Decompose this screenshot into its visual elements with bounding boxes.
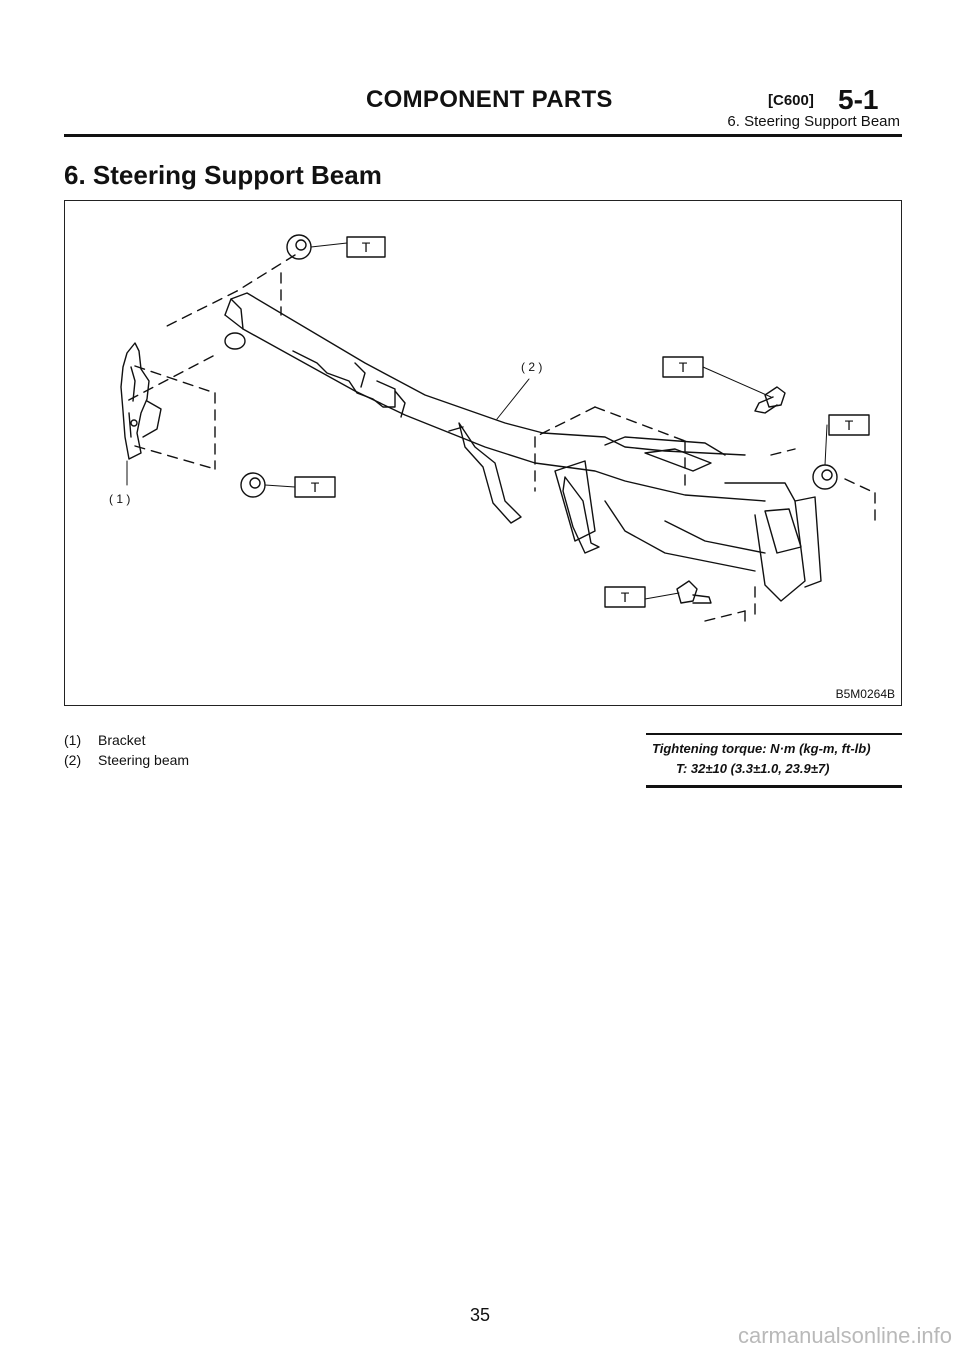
callout-steering-beam: ( 2 ) (521, 360, 542, 374)
header-title: COMPONENT PARTS (366, 86, 613, 113)
exploded-diagram: T T T T T ( 1 ) ( 2 ) B5M0264B (64, 200, 902, 706)
parts-legend: (1) Bracket (2) Steering beam (64, 730, 189, 770)
torque-spec-box: Tightening torque: N·m (kg-m, ft-lb) T: … (646, 733, 902, 788)
torque-tag-3: T (828, 414, 870, 436)
assembly-dashed-lines (126, 254, 876, 627)
torque-value: T: 32±10 (3.3±1.0, 23.9±7) (676, 761, 830, 776)
legend-number: (1) (64, 732, 82, 748)
svg-text:T: T (621, 589, 630, 605)
legend-label: Bracket (98, 732, 146, 748)
header-section-number: 5-1 (838, 84, 879, 115)
legend-item: (2) Steering beam (64, 750, 189, 770)
header-rule (64, 134, 902, 137)
legend-number: (2) (64, 752, 82, 768)
page-number: 35 (469, 1305, 491, 1325)
header-code: [C600] (768, 92, 814, 109)
legend-label: Steering beam (98, 752, 190, 768)
fastener-nut-right (812, 464, 838, 490)
torque-tag-2: T (662, 356, 704, 378)
svg-text:T: T (845, 417, 854, 433)
page-title: 6. Steering Support Beam (64, 160, 382, 190)
steering-beam-illustration: T T T T T ( 1 ) ( 2 ) (109, 234, 876, 627)
figure-code: B5M0264B (835, 687, 895, 701)
svg-text:T: T (362, 239, 371, 255)
bracket-part (120, 342, 162, 460)
leader-lines (126, 242, 828, 600)
torque-tag-4: T (294, 476, 336, 498)
watermark: carmanualsonline.info (737, 1323, 952, 1348)
fastener-bolt-bottom (676, 580, 712, 604)
svg-text:T: T (311, 479, 320, 495)
svg-text:T: T (679, 359, 688, 375)
fastener-bolt-right-upper (754, 386, 786, 414)
torque-tag-5: T (604, 586, 646, 608)
torque-heading: Tightening torque: N·m (kg-m, ft-lb) (652, 741, 871, 756)
torque-tag-1: T (346, 236, 386, 258)
fastener-nut-top (286, 234, 312, 260)
callout-bracket: ( 1 ) (109, 492, 130, 506)
header-subtitle: 6. Steering Support Beam (727, 113, 900, 130)
steering-beam-part (224, 292, 822, 602)
legend-item: (1) Bracket (64, 730, 189, 750)
fastener-nut-left (240, 472, 266, 498)
